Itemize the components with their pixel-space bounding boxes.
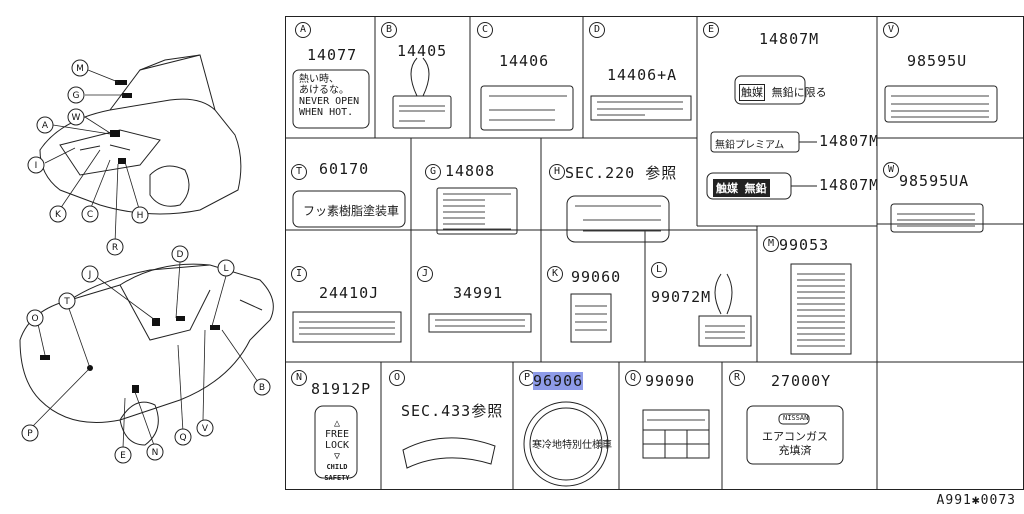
cell-r-brand: NISSAN xyxy=(783,414,809,422)
grid-lines xyxy=(285,16,1024,490)
cell-g-part: 14808 xyxy=(445,162,496,180)
cell-c-part: 14406 xyxy=(499,52,550,70)
cell-b-part: 14405 xyxy=(397,42,448,60)
callout-e: E xyxy=(120,451,126,461)
cell-j-letter: J xyxy=(417,266,433,282)
callout-m: M xyxy=(76,64,84,74)
callout-w: W xyxy=(72,113,81,123)
cell-n-arrow-down: ▽ xyxy=(333,451,341,462)
callout-d: D xyxy=(177,250,184,260)
cell-q-part: 99090 xyxy=(645,372,696,390)
figure-id: A991✱0073 xyxy=(936,493,1016,508)
cell-r-text-2: 充填済 xyxy=(778,444,812,457)
callout-h: H xyxy=(137,211,144,221)
cell-d-part: 14406+A xyxy=(607,66,678,84)
cell-e-letter: E xyxy=(703,22,719,38)
cell-e-badge-3: 触媒 無鉛 xyxy=(713,179,770,197)
cell-r-text-1: エアコンガス xyxy=(762,430,828,443)
callout-c: C xyxy=(87,210,93,220)
callout-o: O xyxy=(31,314,38,324)
callout-q: Q xyxy=(179,433,186,443)
cell-o-letter: O xyxy=(389,370,405,386)
cell-r-part: 27000Y xyxy=(771,372,832,390)
callout-b: B xyxy=(259,383,265,393)
cell-a-text-2: あけるな。 xyxy=(299,85,349,96)
cell-n-text-3: CHILD SAFETY xyxy=(324,463,350,482)
cell-j-part: 34991 xyxy=(453,284,504,302)
cell-a-text-1: 熱い時、 xyxy=(299,74,339,85)
callout-r: R xyxy=(112,243,118,253)
cell-t-text: フッ素樹脂塗装車 xyxy=(303,204,400,218)
cell-a-part: 14077 xyxy=(307,46,358,64)
cell-o-part: SEC.433参照 xyxy=(401,402,504,420)
callout-n: N xyxy=(152,448,159,458)
cell-n-label: △ FREE LOCK ▽ CHILD SAFETY xyxy=(317,418,357,484)
cell-e-badge-1-a: 触媒 xyxy=(739,84,765,101)
cell-p-text: 寒冷地特別仕様車 xyxy=(532,440,612,451)
cell-r-letter: R xyxy=(729,370,745,386)
vehicle-illustrations: M G W A I K C H R D J L O T P E N Q V B xyxy=(0,0,285,510)
cell-a-label: 熱い時、 あけるな。 NEVER OPEN WHEN HOT. xyxy=(299,74,359,118)
cell-k-part: 99060 xyxy=(571,268,622,286)
cell-m-letter: M xyxy=(763,236,779,252)
cell-n-part: 81912P xyxy=(311,380,372,398)
cell-w-part: 98595UA xyxy=(899,172,970,190)
cell-a-text-4: WHEN HOT. xyxy=(299,107,354,118)
cell-r-label: エアコンガス 充填済 xyxy=(755,430,835,458)
cell-e-part: 14807M xyxy=(759,30,820,48)
cell-e-badge-1-b: 無鉛に限る xyxy=(771,86,827,99)
cell-e-part-3: 14807M xyxy=(819,176,880,194)
cell-v-part: 98595U xyxy=(907,52,968,70)
cell-t-letter: T xyxy=(291,164,307,180)
cell-i-letter: I xyxy=(291,266,307,282)
cell-b-letter: B xyxy=(381,22,397,38)
cell-a-text-3: NEVER OPEN xyxy=(299,96,360,107)
cell-n-arrow-up: △ xyxy=(333,418,341,429)
cell-e-badge-2: 無鉛プレミアム xyxy=(715,140,785,151)
cell-n-text-1: FREE xyxy=(324,429,350,440)
car-drawings: M G W A I K C H R D J L O T P E N Q V B xyxy=(19,54,274,464)
cell-l-letter: L xyxy=(651,262,667,278)
callout-p: P xyxy=(27,429,33,439)
cell-m-part: 99053 xyxy=(779,236,830,254)
callout-v: V xyxy=(202,424,209,434)
cell-v-letter: V xyxy=(883,22,899,38)
cell-e-badge-1: 触媒 無鉛に限る xyxy=(739,84,827,101)
cell-d-letter: D xyxy=(589,22,605,38)
callout-t: T xyxy=(63,297,70,307)
cell-e-part-2: 14807M xyxy=(819,132,880,150)
callout-l: L xyxy=(223,264,228,274)
cell-t-part: 60170 xyxy=(319,160,370,178)
cell-p-part: 96906 xyxy=(533,372,584,390)
callout-g: G xyxy=(73,91,80,101)
callout-j: J xyxy=(88,270,92,280)
cell-l-part: 99072M xyxy=(651,288,712,306)
cell-k-letter: K xyxy=(547,266,563,282)
cell-i-part: 24410J xyxy=(319,284,380,302)
cell-a-letter: A xyxy=(295,22,311,38)
cell-q-letter: Q xyxy=(625,370,641,386)
callout-i: I xyxy=(35,161,38,171)
cell-n-letter: N xyxy=(291,370,307,386)
cell-w-letter: W xyxy=(883,162,899,178)
cell-h-part: SEC.220 参照 xyxy=(565,164,678,182)
cell-h-letter: H xyxy=(549,164,565,180)
cell-c-letter: C xyxy=(477,22,493,38)
callout-a: A xyxy=(42,121,49,131)
cell-n-text-2: LOCK xyxy=(324,440,350,451)
cell-g-letter: G xyxy=(425,164,441,180)
label-parts-grid: A 14077 熱い時、 あけるな。 NEVER OPEN WHEN HOT. … xyxy=(285,16,1024,490)
callout-k: K xyxy=(55,210,62,220)
